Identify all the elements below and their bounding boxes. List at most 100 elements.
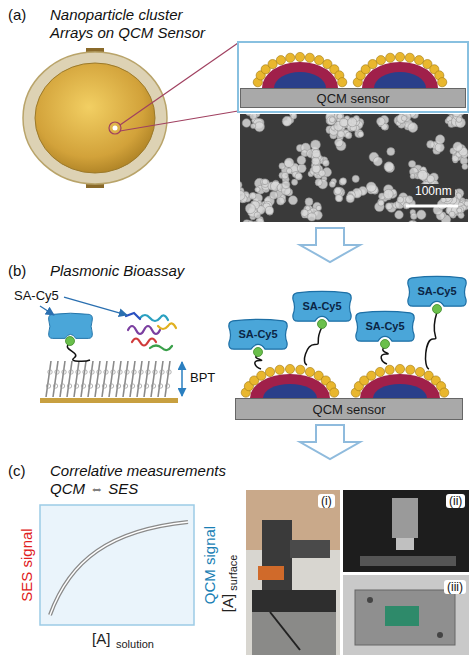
sem-particle [462,164,468,170]
streptavidin-shape [49,313,93,361]
sem-particle [340,178,347,185]
protein-label: SA-Cy5 [365,320,404,332]
qcm-disk-photo [35,63,155,173]
sem-particle [409,160,416,167]
qcm-disk-photo [109,122,121,134]
nanoparticle-dome [274,72,326,88]
bpt-molecule [116,361,121,397]
sem-particle [337,114,343,119]
sem-particle [373,157,382,166]
bpt-ring [53,384,57,388]
qcm-disk-photo [23,52,167,184]
flow-cell-photo [343,575,469,655]
bpt-ring [130,384,134,388]
panel-letter: (a) [8,6,26,24]
bpt-ring [144,384,148,388]
sem-particle [240,191,245,201]
bpt-molecule [81,361,86,397]
qcm-disk-photo [113,126,118,131]
bpt-molecule [109,361,114,397]
sem-particle [250,114,257,119]
bpt-ring [55,370,59,374]
sem-particle [282,116,292,126]
bpt-ring [153,370,157,374]
nanoparticle-dome [373,384,427,398]
microscope-photo [258,566,284,580]
sem-particle [441,197,446,202]
axis-label: [A] [92,630,110,648]
bpt-ring [60,384,64,388]
nanoparticle-dome [263,384,317,398]
gold-nanoparticle [395,52,404,61]
gold-nanoparticle [415,56,424,65]
bpt-molecule [74,361,79,397]
sem-particle [265,206,273,214]
streptavidin-shape [66,337,75,346]
sem-particle [377,117,385,125]
sem-particle [249,193,256,200]
gold-nanoparticle [440,388,449,397]
sem-particle [340,119,348,127]
protein-label: SA-Cy5 [302,300,341,312]
protein-structure [132,339,156,346]
protein-structure [150,346,172,351]
axis-label: QCM signal [201,526,219,604]
flow-cell-photo [367,597,373,603]
sensor-label: QCM sensor [313,402,386,417]
microscope-photo [246,490,340,655]
bpt-ring [97,370,101,374]
bpt-ring [83,370,87,374]
gold-nanoparticle [395,364,404,373]
sem-particle [335,138,343,146]
sem-particle [347,114,355,115]
sem-particle [384,162,394,172]
sem-particle [282,172,289,179]
axis-label: [A] [219,594,237,612]
bpt-ring [146,370,150,374]
bpt-molecule [67,361,72,397]
sem-particle [254,212,260,218]
magnify-leader [120,43,238,131]
qcm-disk-photo [23,48,167,188]
bpt-ring [132,370,136,374]
sem-particle [289,196,298,205]
binding-curve [50,522,188,615]
sem-particle [312,157,320,165]
microscope-photo [252,612,336,655]
sem-particle [297,164,306,173]
sem-particle [427,175,435,183]
bpt-ring [69,370,73,374]
bpt-ring [125,370,129,374]
sample-stage-photo [343,490,469,572]
sem-particle [352,175,359,182]
bpt-molecule [60,361,65,397]
sem-particle [378,200,384,206]
bpt-ring [62,370,66,374]
bpt-ring [111,370,115,374]
bpt-ring [76,370,80,374]
sem-particles [240,114,468,222]
protein-structure [140,315,168,321]
flow-cell-photo [385,606,419,626]
sem-particle [401,116,407,122]
bpt-ring [123,384,127,388]
sensor-label: QCM sensor [317,91,390,106]
sem-particle [292,179,298,185]
sem-particle [284,158,294,168]
sem-particle [436,135,445,144]
gold-nanoparticle [276,56,285,65]
protein-structure [158,323,176,329]
gold-nanoparticle [275,365,284,374]
gold-nanoparticle [438,78,447,87]
sem-particle [338,131,345,138]
bpt-ring [139,370,143,374]
sem-particle [262,179,268,185]
peg-tether [255,355,262,369]
sem-particle [311,140,321,150]
sem-particle [427,141,435,149]
gold-nanoparticle [406,365,415,374]
microscope-photo [270,612,300,650]
gold-substrate [40,398,178,403]
sem-particle [446,114,453,115]
